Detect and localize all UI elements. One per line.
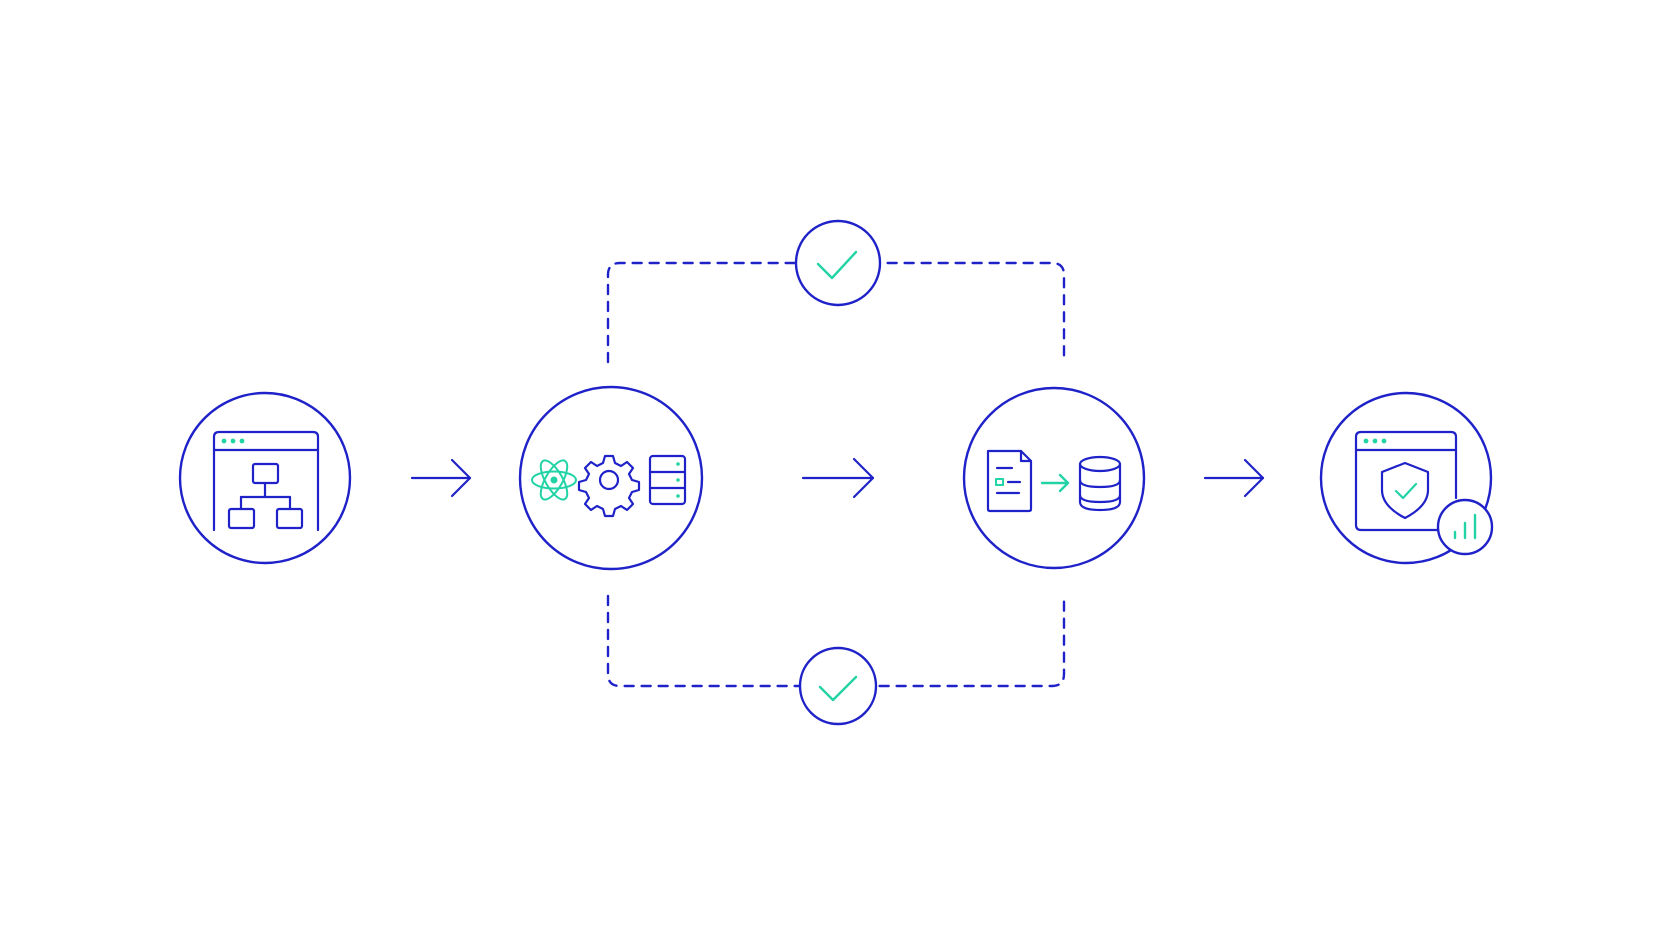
server-icon (648, 454, 687, 506)
top-checkpoint (794, 219, 882, 307)
node-development (518, 385, 704, 571)
node-architecture (178, 391, 352, 565)
document-icon (986, 449, 1033, 513)
browser-shield-icon (1354, 430, 1458, 532)
checkmark-icon (816, 250, 858, 280)
sitemap-browser-icon (212, 430, 320, 532)
node-data-migration (962, 386, 1146, 570)
arrow-right-icon (801, 457, 875, 499)
arrow-right-icon (1203, 458, 1265, 498)
bottom-checkpoint (798, 646, 878, 726)
arrow-right-icon (410, 458, 472, 498)
bar-chart-icon (1436, 498, 1494, 556)
checkmark-icon (818, 675, 858, 702)
database-icon (1078, 455, 1122, 512)
gear-icon (577, 454, 641, 518)
react-atom-icon (531, 459, 577, 501)
arrow-right-icon (1040, 473, 1070, 493)
node-secure-monitoring (1319, 391, 1494, 565)
